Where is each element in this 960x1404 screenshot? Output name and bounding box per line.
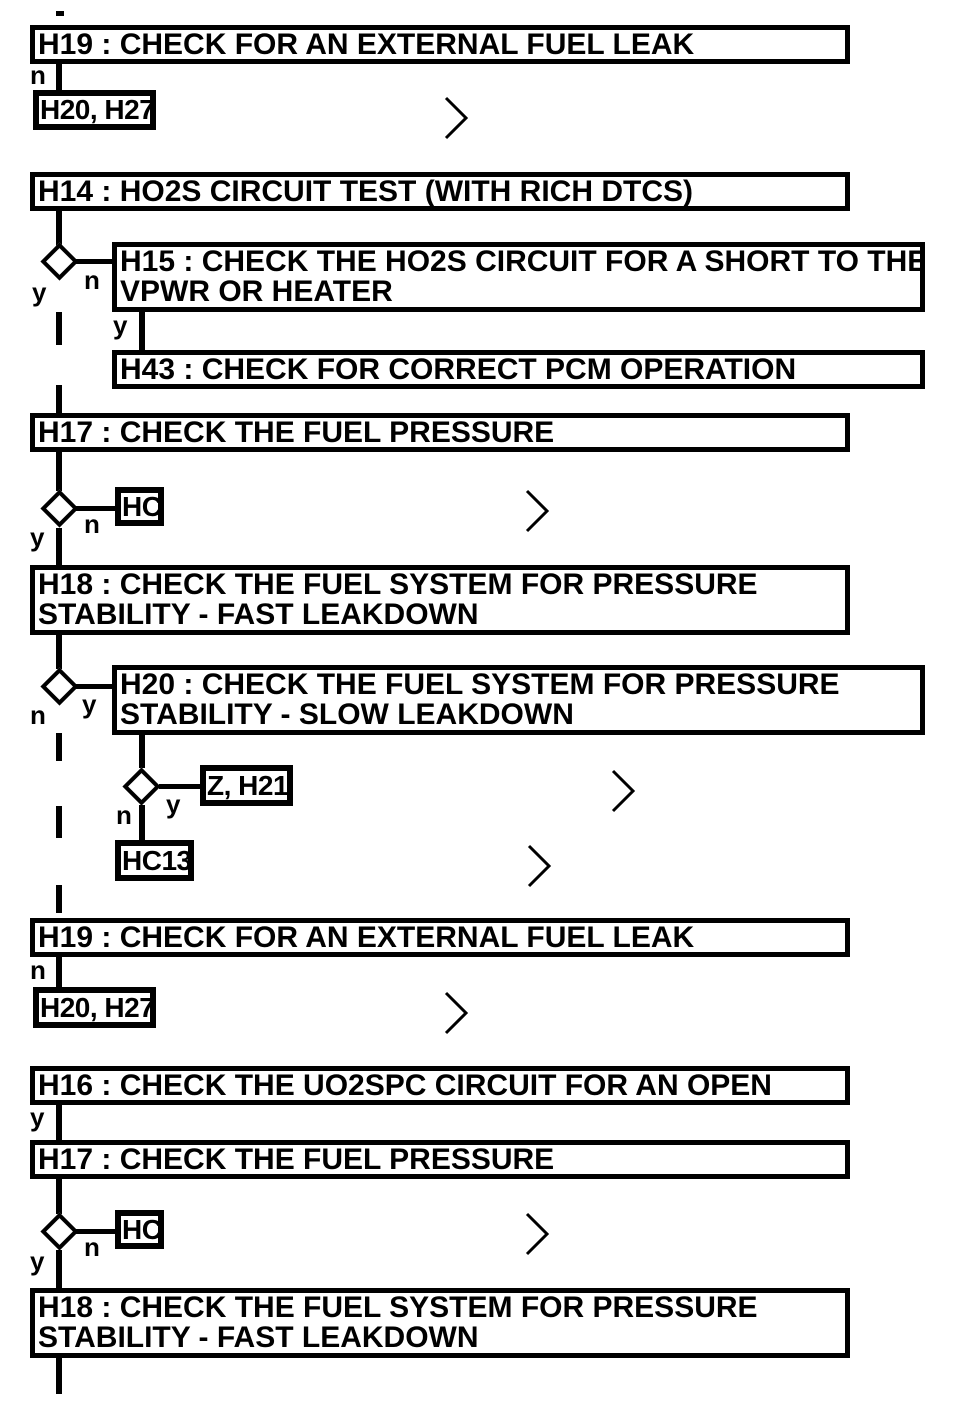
branch-label-no: n xyxy=(116,800,132,830)
flow-line xyxy=(76,1229,116,1234)
reference-box-hc13: HC13 xyxy=(115,840,194,881)
box-label: H20 : CHECK THE FUEL SYSTEM FOR PRESSURE xyxy=(120,668,840,701)
process-box-h17-mid: H17 : CHECK THE FUEL PRESSURE xyxy=(30,413,850,452)
branch-label-no: n xyxy=(84,1232,100,1262)
process-box-h16: H16 : CHECK THE UO2SPC CIRCUIT FOR AN OP… xyxy=(30,1066,850,1105)
flow-line xyxy=(139,735,145,768)
branch-label-yes: y xyxy=(82,689,97,719)
box-label: H18 : CHECK THE FUEL SYSTEM FOR PRESSURE xyxy=(38,568,758,601)
dashed-flow-line-segment xyxy=(56,11,64,16)
flow-line xyxy=(56,1104,62,1140)
flow-line xyxy=(56,451,62,491)
flow-line xyxy=(139,805,145,841)
process-box-h14: H14 : HO2S CIRCUIT TEST (WITH RICH DTCS) xyxy=(30,172,850,211)
box-label: HC xyxy=(122,490,162,522)
branch-label-no: n xyxy=(30,700,46,730)
flow-line xyxy=(56,1250,62,1288)
box-label: STABILITY - FAST LEAKDOWN xyxy=(38,598,479,631)
reference-box-z-h21: Z, H21 xyxy=(200,765,293,806)
box-label: H18 : CHECK THE FUEL SYSTEM FOR PRESSURE xyxy=(38,1291,758,1324)
process-box-h20-slow: H20 : CHECK THE FUEL SYSTEM FOR PRESSURE… xyxy=(112,665,925,735)
branch-label-no: n xyxy=(30,60,46,90)
box-label: H16 : CHECK THE UO2SPC CIRCUIT FOR AN OP… xyxy=(38,1068,772,1102)
flow-line xyxy=(56,63,62,91)
flow-line xyxy=(76,684,112,689)
box-label: H19 : CHECK FOR AN EXTERNAL FUEL LEAK xyxy=(38,27,695,61)
dashed-flow-line-segment xyxy=(56,733,62,761)
dashed-flow-line-segment xyxy=(56,385,62,413)
flow-line xyxy=(76,259,114,264)
process-box-h19-top: H19 : CHECK FOR AN EXTERNAL FUEL LEAK xyxy=(30,25,850,64)
box-label: HC xyxy=(122,1213,162,1245)
continuation-chevron-icon xyxy=(526,843,552,889)
process-box-h43: H43 : CHECK FOR CORRECT PCM OPERATION xyxy=(112,350,925,389)
continuation-chevron-icon xyxy=(443,95,469,141)
dashed-flow-line-segment xyxy=(56,312,62,345)
box-label: H20, H27 xyxy=(40,991,155,1023)
flow-line xyxy=(56,635,62,669)
process-box-h19-bottom: H19 : CHECK FOR AN EXTERNAL FUEL LEAK xyxy=(30,918,850,957)
dashed-flow-line-segment xyxy=(56,885,62,913)
box-label: STABILITY - FAST LEAKDOWN xyxy=(38,1321,479,1354)
branch-label-yes: y xyxy=(166,789,181,819)
branch-label-no: n xyxy=(84,509,100,539)
process-box-h18-mid: H18 : CHECK THE FUEL SYSTEM FOR PRESSURE… xyxy=(30,565,850,635)
box-label: VPWR OR HEATER xyxy=(120,275,393,308)
flow-line xyxy=(76,506,116,511)
box-label: HC13 xyxy=(122,844,192,876)
reference-box-hc-bottom: HC xyxy=(115,1210,164,1249)
flow-line xyxy=(56,1358,62,1394)
reference-box-h20-h27-top: H20, H27 xyxy=(33,90,156,130)
flow-line xyxy=(56,1178,62,1214)
flow-line xyxy=(56,957,62,987)
box-label: H17 : CHECK THE FUEL PRESSURE xyxy=(38,1142,555,1176)
box-label: STABILITY - SLOW LEAKDOWN xyxy=(120,698,574,731)
box-label: H19 : CHECK FOR AN EXTERNAL FUEL LEAK xyxy=(38,920,695,954)
decision-diamond xyxy=(40,667,79,706)
box-label: H17 : CHECK THE FUEL PRESSURE xyxy=(38,415,555,449)
reference-box-hc-mid: HC xyxy=(115,487,164,526)
flow-line xyxy=(139,312,145,350)
flow-line xyxy=(159,784,200,789)
box-label: H43 : CHECK FOR CORRECT PCM OPERATION xyxy=(120,352,797,386)
branch-label-yes: y xyxy=(113,310,128,340)
box-label: H14 : HO2S CIRCUIT TEST (WITH RICH DTCS) xyxy=(38,174,694,208)
branch-label-no: n xyxy=(84,265,100,295)
box-label: Z, H21 xyxy=(207,769,289,801)
continuation-chevron-icon xyxy=(524,1211,550,1257)
decision-diamond xyxy=(40,1212,79,1251)
decision-diamond xyxy=(40,489,79,528)
continuation-chevron-icon xyxy=(610,768,636,814)
continuation-chevron-icon xyxy=(443,990,469,1036)
branch-label-yes: y xyxy=(30,522,45,552)
box-label: H15 : CHECK THE HO2S CIRCUIT FOR A SHORT… xyxy=(120,245,925,278)
branch-label-yes: y xyxy=(30,1102,45,1132)
dashed-flow-line-segment xyxy=(56,806,62,838)
branch-label-yes: y xyxy=(32,277,47,307)
process-box-h18-bottom: H18 : CHECK THE FUEL SYSTEM FOR PRESSURE… xyxy=(30,1288,850,1358)
continuation-chevron-icon xyxy=(524,488,550,534)
box-label: H20, H27 xyxy=(40,94,155,125)
process-box-h15: H15 : CHECK THE HO2S CIRCUIT FOR A SHORT… xyxy=(112,242,925,312)
process-box-h17-bottom: H17 : CHECK THE FUEL PRESSURE xyxy=(30,1140,850,1179)
flow-line xyxy=(56,210,62,248)
decision-diamond xyxy=(40,242,79,281)
branch-label-yes: y xyxy=(30,1246,45,1276)
reference-box-h20-h27-bottom: H20, H27 xyxy=(33,987,156,1028)
flow-line xyxy=(56,528,62,565)
branch-label-no: n xyxy=(30,955,46,985)
